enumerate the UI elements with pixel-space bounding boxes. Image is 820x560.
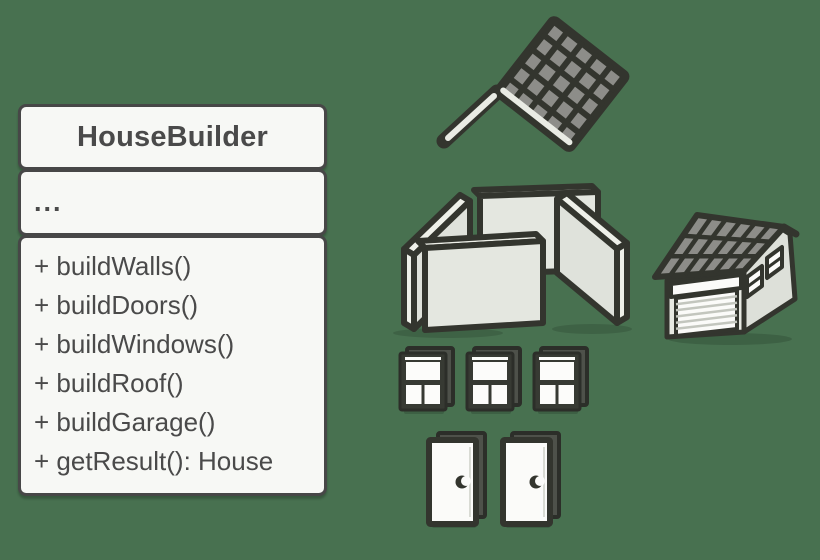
- window-icon: [465, 346, 522, 414]
- window-pane: [406, 385, 422, 404]
- class-method: + buildGarage(): [34, 407, 216, 437]
- garage-door: [669, 273, 743, 338]
- windows-row: [398, 346, 589, 414]
- class-fields-placeholder: ...: [18, 169, 327, 236]
- window-pane: [558, 385, 574, 404]
- window-icon: [532, 346, 589, 414]
- window-pane: [473, 385, 489, 404]
- house-roof: [652, 212, 800, 280]
- roof-icon: [436, 16, 630, 152]
- uml-class-box: HouseBuilder ... + buildWalls() + buildD…: [18, 104, 327, 496]
- window-pane: [540, 385, 556, 404]
- door-icon: [500, 431, 561, 528]
- doors-row: [426, 431, 561, 528]
- door-icon: [426, 431, 487, 528]
- window-pane: [424, 385, 440, 404]
- garage-house-icon: [652, 212, 800, 345]
- class-method: + buildRoof(): [34, 368, 184, 398]
- window-icon: [398, 346, 455, 414]
- window-pane: [473, 362, 507, 380]
- class-method: + buildWalls(): [34, 251, 192, 281]
- class-method: + buildDoors(): [34, 290, 199, 320]
- wall-panel-right: [554, 190, 630, 326]
- gable-board: [445, 93, 497, 141]
- wall-panel-front: [415, 231, 546, 333]
- class-title: HouseBuilder: [18, 104, 327, 170]
- roof-tile-grid: [493, 16, 630, 152]
- gable-board: [500, 87, 573, 146]
- class-method: + getResult(): House: [34, 446, 274, 476]
- class-method: + buildWindows(): [34, 329, 235, 359]
- window-pane: [540, 362, 574, 380]
- window-pane: [491, 385, 507, 404]
- walls-icon: [393, 183, 632, 338]
- house-window: [765, 245, 784, 280]
- house-window: [745, 264, 764, 299]
- door-handle-icon: [455, 475, 471, 489]
- door-handle-icon: [529, 475, 545, 489]
- class-methods-list: + buildWalls() + buildDoors() + buildWin…: [18, 235, 327, 496]
- window-pane: [406, 362, 440, 380]
